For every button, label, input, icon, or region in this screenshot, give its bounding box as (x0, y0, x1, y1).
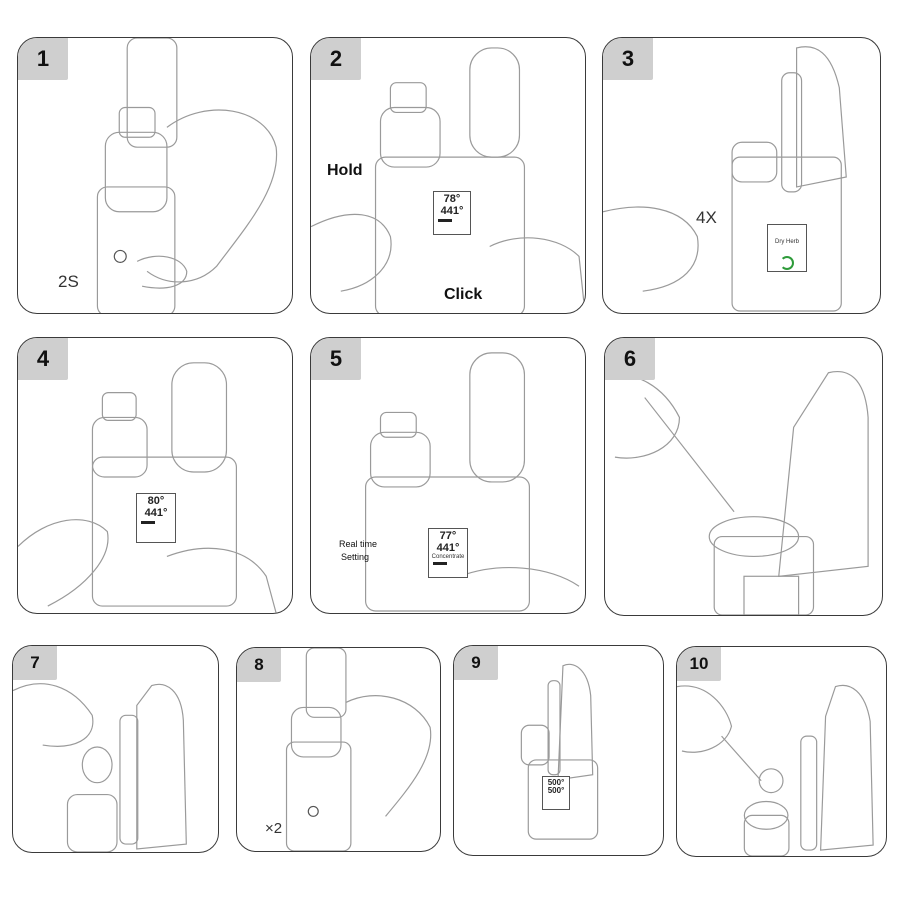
press-duration-label: 2S (58, 272, 79, 291)
step-panel-8: 8 ×2 (236, 647, 441, 852)
battery-icon (433, 562, 447, 566)
refresh-icon (780, 256, 794, 270)
step-panel-10: 10 (676, 646, 887, 857)
device-illustration (603, 46, 847, 312)
set-temperature: 441° (440, 204, 464, 217)
click-label: Click (444, 286, 483, 303)
device-illustration (13, 683, 187, 852)
step-panel-3: 3 4X Dry Herb (602, 37, 881, 314)
device-illustration (311, 47, 585, 313)
press-count-label: 4X (696, 208, 717, 227)
step-panel-9: 9 500° 500° (453, 645, 664, 856)
step-number: 2 (311, 38, 361, 80)
setting-label: Setting (341, 552, 370, 562)
current-temperature: 78° (443, 193, 461, 205)
step-panel-5: 5 Real time Setting 77° 441° Concentrate (310, 337, 586, 614)
step-number: 3 (603, 38, 653, 80)
step-number: 5 (311, 338, 361, 380)
battery-icon (141, 521, 155, 525)
mode-label: Concentrate (431, 554, 465, 561)
step-panel-7: 7 (12, 645, 219, 853)
step-number: 4 (18, 338, 68, 380)
step-panel-4: 4 80° 441° (17, 337, 293, 614)
device-display: 77° 441° Concentrate (428, 528, 468, 578)
current-temperature: 80° (147, 495, 165, 507)
set-temperature: 441° (144, 506, 168, 519)
current-temperature: 500° (547, 778, 565, 787)
current-temperature: 77° (439, 530, 457, 542)
device-illustration (365, 352, 580, 612)
device-display: 80° 441° (136, 493, 176, 543)
step-number: 8 (237, 648, 281, 682)
set-temperature: 500° (547, 786, 565, 796)
device-illustration (605, 371, 869, 615)
device-illustration (96, 38, 278, 313)
step-number: 10 (677, 647, 721, 681)
step-number: 6 (605, 338, 655, 380)
device-display: 500° 500° (542, 776, 570, 810)
device-display: 78° 441° (433, 191, 471, 235)
step-panel-6: 6 (604, 337, 883, 616)
set-temperature: 441° (436, 541, 460, 554)
step-number: 1 (18, 38, 68, 80)
press-count-label: ×2 (265, 820, 283, 837)
step-panel-2: 2 Hold Click 78° 441° (310, 37, 586, 314)
device-illustration (18, 362, 277, 613)
battery-icon (438, 219, 452, 223)
step-panel-1: 1 2S (17, 37, 293, 314)
hold-label: Hold (327, 162, 363, 179)
device-illustration (677, 684, 874, 856)
device-illustration (285, 648, 432, 851)
step-number: 9 (454, 646, 498, 680)
device-illustration (520, 663, 599, 840)
mode-label: Dry Herb (774, 239, 799, 245)
step-number: 7 (13, 646, 57, 680)
real-time-label: Real time (339, 539, 378, 549)
